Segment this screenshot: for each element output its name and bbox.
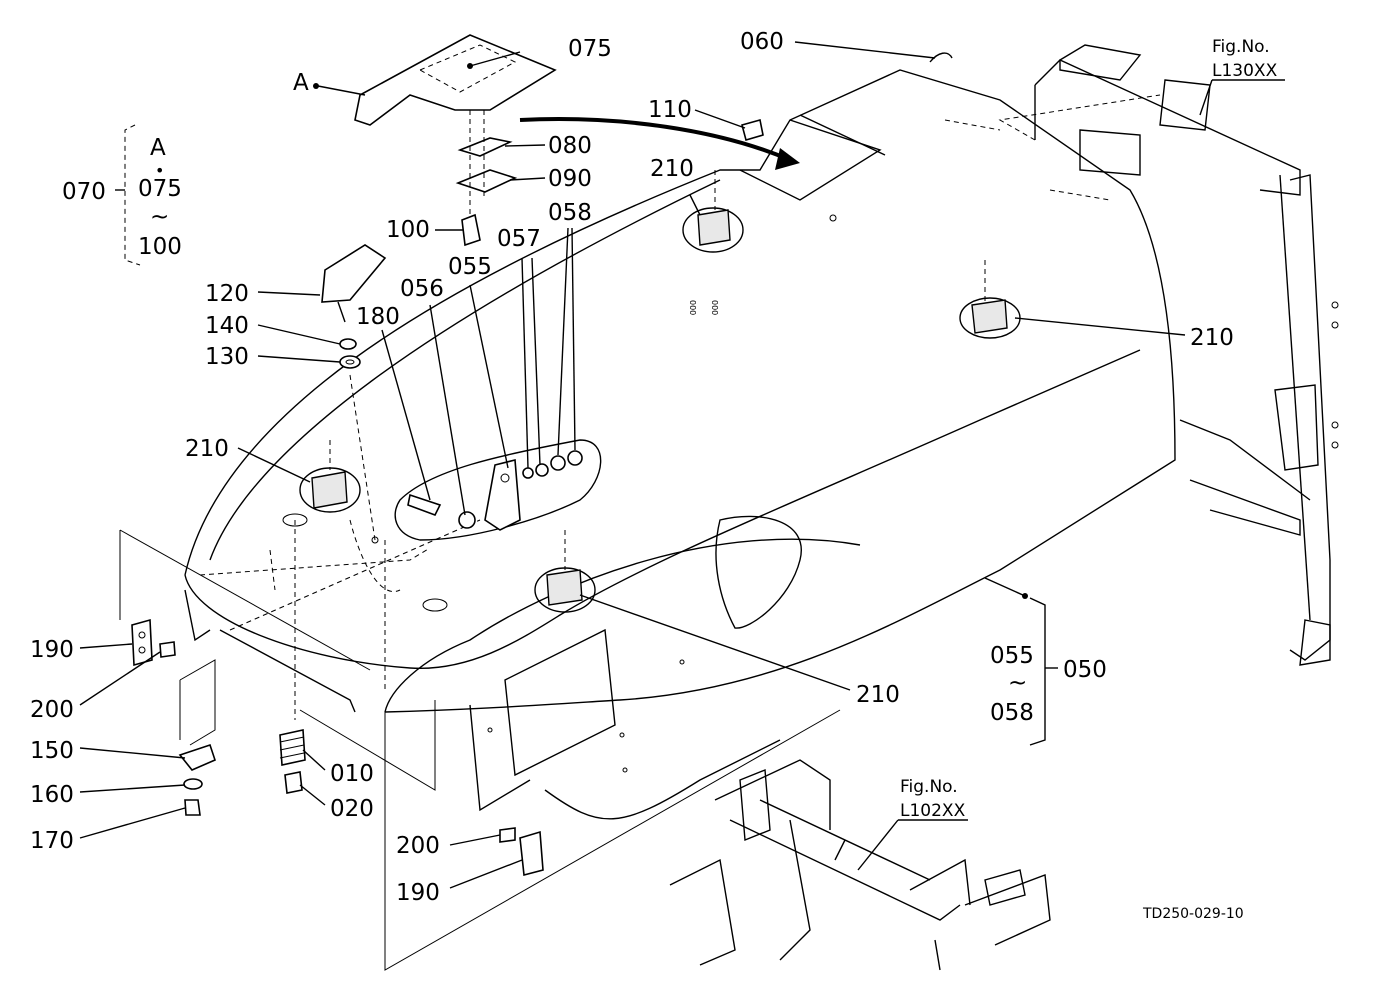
label-020: 020 <box>330 796 374 822</box>
front-frame-drawing <box>669 759 1051 971</box>
label-140: 140 <box>205 313 249 339</box>
label-055: 055 <box>448 254 492 280</box>
small-mark-2: 000 <box>710 300 719 315</box>
label-210-left: 210 <box>185 436 229 462</box>
label-058: 058 <box>548 200 592 226</box>
label-010: 010 <box>330 761 374 787</box>
leader-lines <box>79 41 1285 889</box>
label-060: 060 <box>740 29 784 55</box>
label-110: 110 <box>648 97 692 123</box>
label-150: 150 <box>30 738 74 764</box>
label-190-left: 190 <box>30 637 74 663</box>
fig-ref-bottom-title: Fig.No. <box>900 777 958 797</box>
spring-parts <box>178 729 306 816</box>
label-210-top: 210 <box>650 156 694 182</box>
group-070-code: 070 <box>62 179 106 205</box>
group-070-ref: A <box>150 135 166 161</box>
rubber-mount-top <box>682 207 744 253</box>
bonnet-body <box>184 69 1176 820</box>
label-080: 080 <box>548 133 592 159</box>
label-100: 100 <box>386 217 430 243</box>
cover-assembly <box>354 34 557 247</box>
label-120: 120 <box>205 281 249 307</box>
group-070-bullet: • <box>155 161 164 180</box>
fig-ref-bottom-code: L102XX <box>900 801 966 821</box>
label-200-left: 200 <box>30 697 74 723</box>
group-070-to: 100 <box>138 234 182 260</box>
label-180: 180 <box>356 304 400 330</box>
group-070-tilde: ~ <box>150 204 169 230</box>
label-a-marker: A <box>293 70 309 96</box>
label-057: 057 <box>497 226 541 252</box>
group-050-to: 058 <box>990 700 1034 726</box>
group-050-tilde: ~ <box>1008 670 1027 696</box>
label-056: 056 <box>400 276 444 302</box>
label-210-right: 210 <box>1190 325 1234 351</box>
group-050-from: 055 <box>990 643 1034 669</box>
rubber-mount-left <box>299 467 361 513</box>
latch-plate-assembly <box>394 439 602 541</box>
label-050: 050 <box>1063 657 1107 683</box>
label-130: 130 <box>205 344 249 370</box>
label-190-bottom: 190 <box>396 880 440 906</box>
rubber-mount-right <box>959 297 1021 339</box>
label-090: 090 <box>548 166 592 192</box>
group-070-from: 075 <box>138 176 182 202</box>
label-170: 170 <box>30 828 74 854</box>
rubber-mount-bottom <box>534 567 596 613</box>
hood-lever-parts <box>321 244 387 369</box>
label-160: 160 <box>30 782 74 808</box>
rear-frame-drawing <box>944 44 1339 666</box>
label-210-bottom: 210 <box>856 682 900 708</box>
fig-ref-top-title: Fig.No. <box>1212 37 1270 57</box>
label-075: 075 <box>568 36 612 62</box>
drawing-code: TD250-029-10 <box>1142 906 1244 922</box>
bolt-and-pin <box>741 52 953 141</box>
small-mark-1: 000 <box>688 300 697 315</box>
bracket-190 <box>131 618 544 877</box>
fig-ref-top-code: L130XX <box>1212 61 1278 81</box>
label-200-bottom: 200 <box>396 833 440 859</box>
